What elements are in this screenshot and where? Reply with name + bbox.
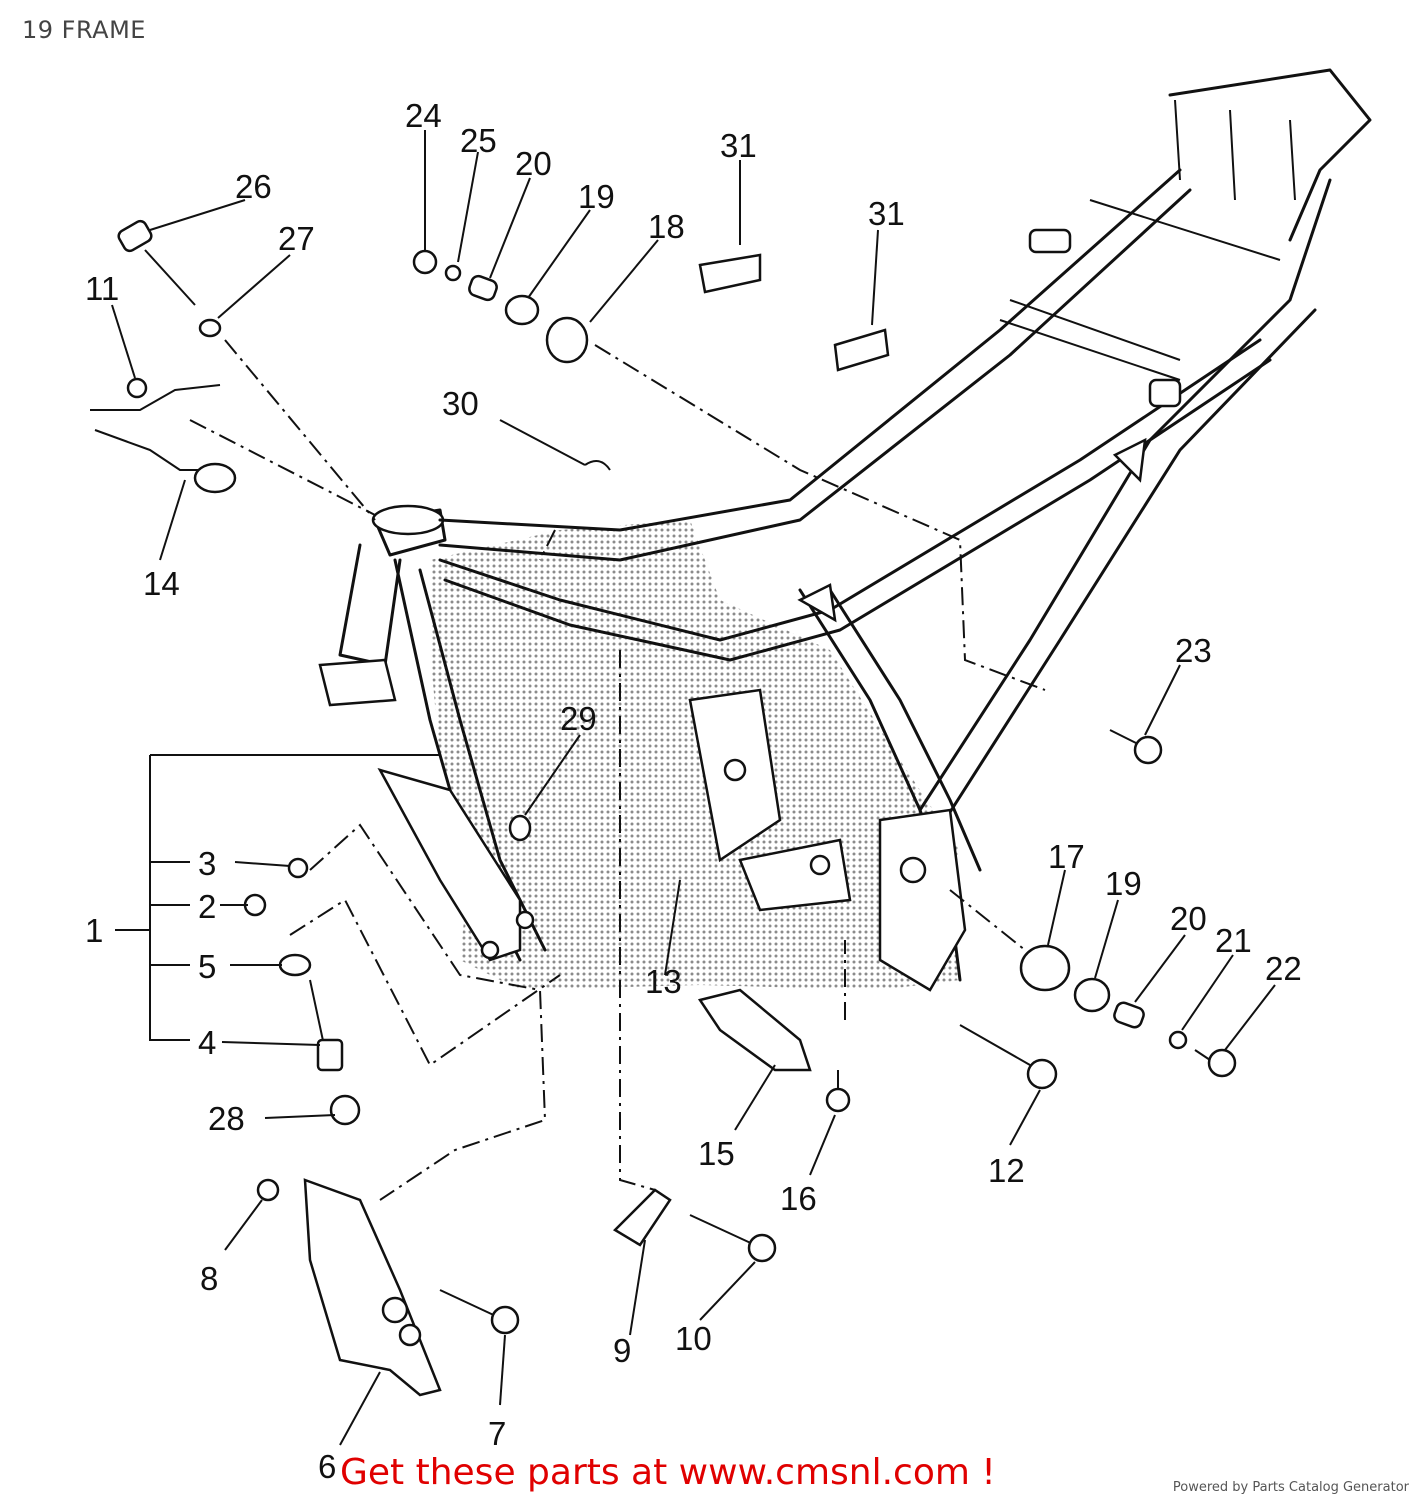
callout-18: 18: [648, 208, 685, 245]
callout-21: 21: [1215, 922, 1252, 959]
callout-30: 30: [442, 385, 479, 422]
parts: [90, 219, 1237, 1397]
callout-9: 9: [613, 1332, 631, 1369]
callout-17: 17: [1048, 838, 1085, 875]
callout-22: 22: [1265, 950, 1302, 987]
callout-15: 15: [698, 1135, 735, 1172]
callout-8: 8: [200, 1260, 218, 1297]
main-frame: [318, 68, 1372, 992]
callout-28: 28: [208, 1100, 245, 1137]
callout-25: 25: [460, 122, 497, 159]
callout-31: 31: [868, 195, 905, 232]
callout-1: 1: [85, 912, 103, 949]
callout-10: 10: [675, 1320, 712, 1357]
callout-19: 19: [1105, 865, 1142, 902]
leader-lines: [111, 130, 1276, 1446]
callout-6: 6: [318, 1448, 336, 1485]
callout-numbers: 24 25 20 19 18 31 31 26 27 11 30 14 29 2…: [85, 97, 1302, 1485]
callout-4: 4: [198, 1024, 216, 1061]
callout-20: 20: [515, 145, 552, 182]
callout-3: 3: [198, 845, 216, 882]
callout-5: 5: [198, 948, 216, 985]
callout-31: 31: [720, 127, 757, 164]
callout-26: 26: [235, 168, 272, 205]
callout-7: 7: [488, 1415, 506, 1452]
promo-link[interactable]: Get these parts at www.cmsnl.com !: [340, 1452, 996, 1493]
callout-23: 23: [1175, 632, 1212, 669]
callout-14: 14: [143, 565, 180, 602]
callout-13: 13: [645, 963, 682, 1000]
callout-2: 2: [198, 888, 216, 925]
callout-24: 24: [405, 97, 442, 134]
callout-11: 11: [85, 270, 119, 307]
powered-by-footer: Powered by Parts Catalog Generator: [1172, 1480, 1409, 1495]
callout-20: 20: [1170, 900, 1207, 937]
callout-29: 29: [560, 700, 597, 737]
callout-16: 16: [780, 1180, 817, 1217]
callout-19: 19: [578, 178, 615, 215]
callout-27: 27: [278, 220, 315, 257]
page-title: 19 FRAME: [22, 16, 146, 44]
callout-12: 12: [988, 1152, 1025, 1189]
